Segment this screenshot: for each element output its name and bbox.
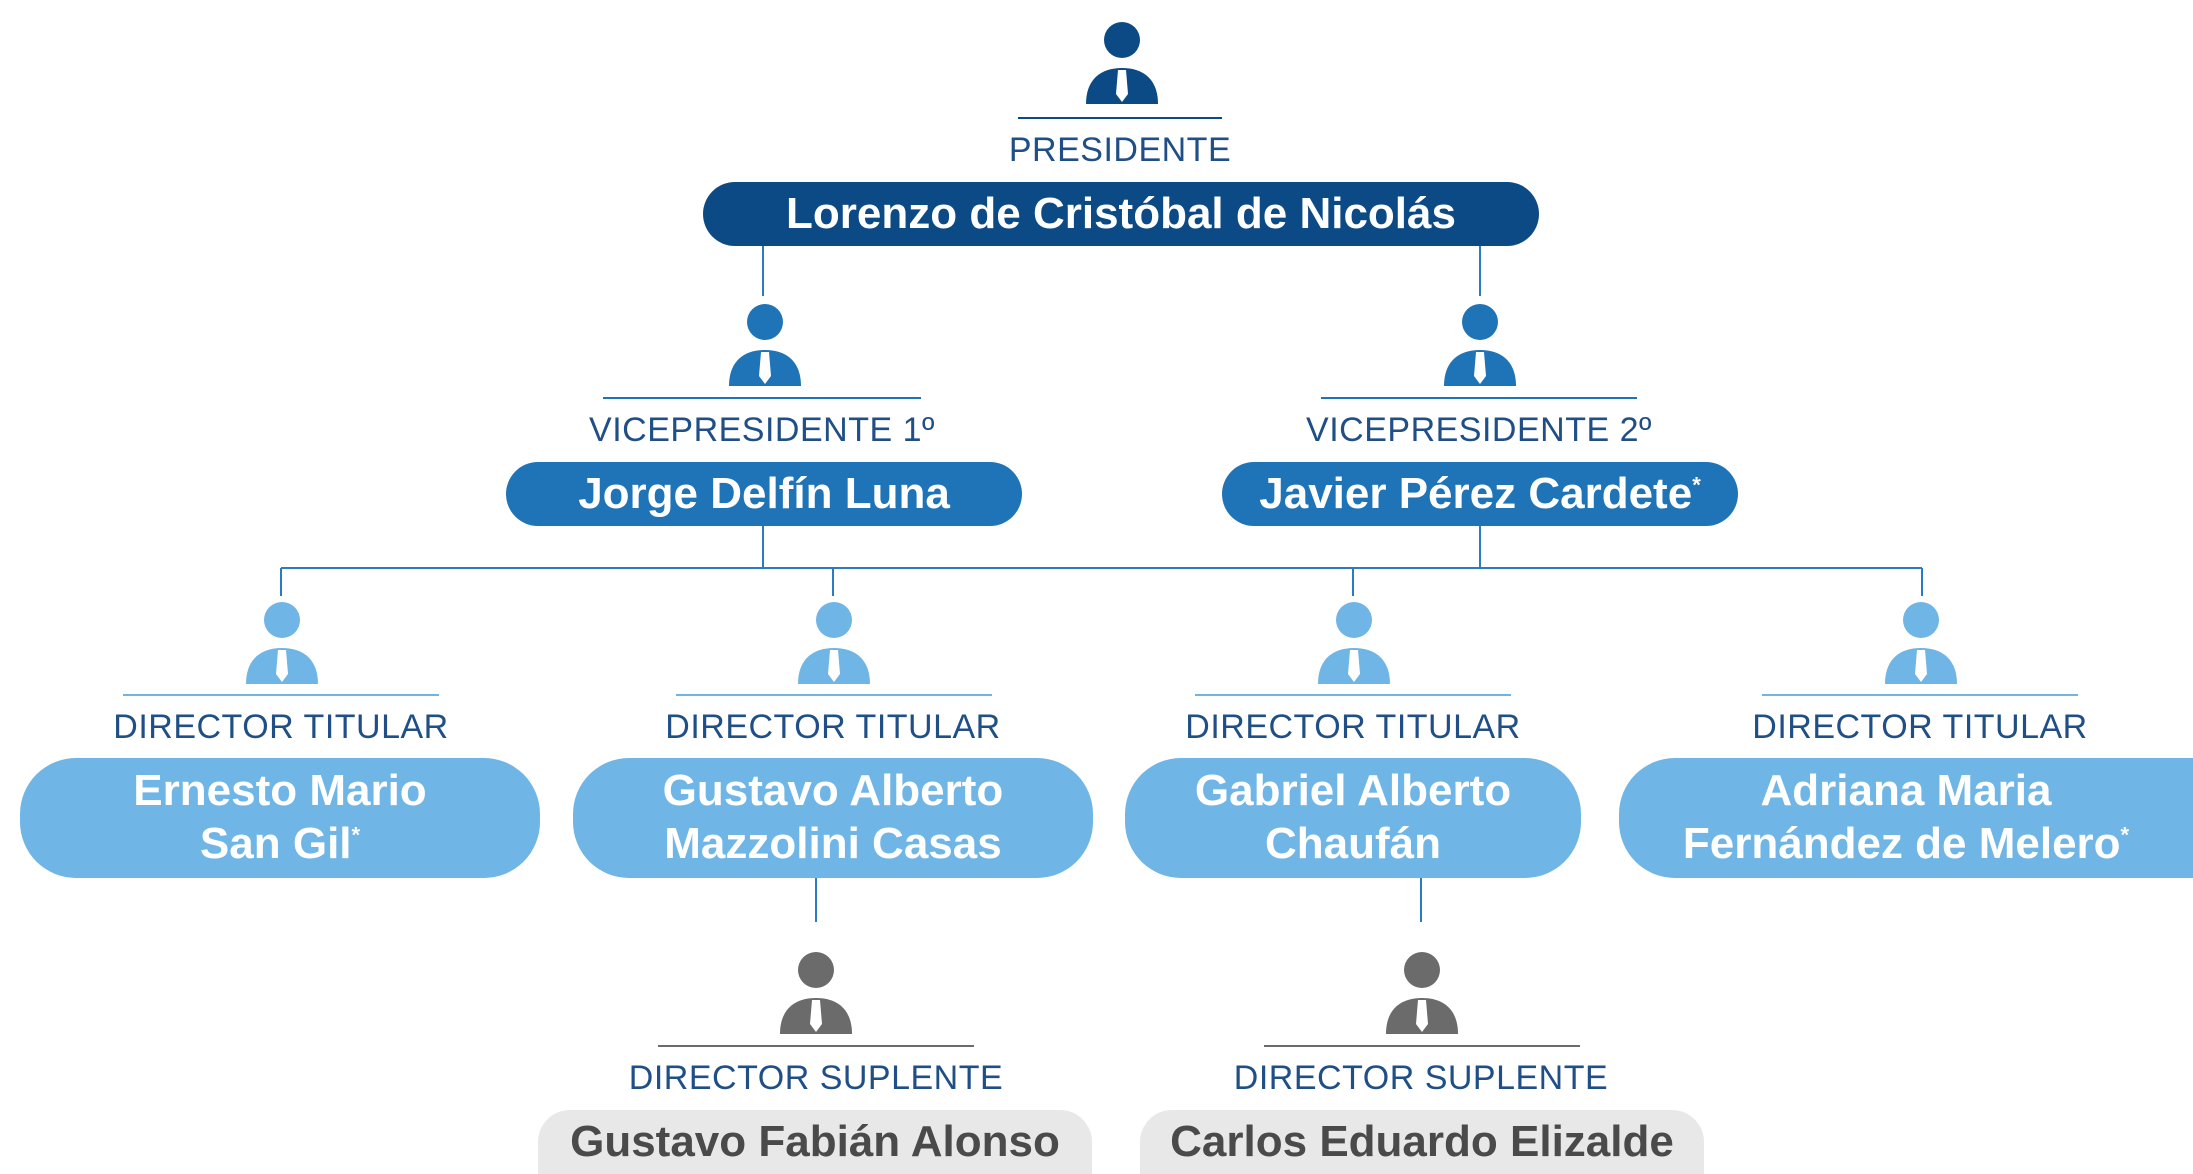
alternate-2-person-icon xyxy=(1386,952,1458,1034)
director-4-rule xyxy=(1762,694,2078,696)
director-4-name-line2: Fernández de Melero* xyxy=(1682,819,2130,868)
director-1-asterisk: * xyxy=(351,822,361,848)
president-name: Lorenzo de Cristóbal de Nicolás xyxy=(786,188,1456,238)
vice-president-2-person-icon xyxy=(1444,304,1516,386)
director-2-name-pill: Gustavo Alberto Mazzolini Casas xyxy=(573,758,1093,878)
director-1-role-label: DIRECTOR TITULAR xyxy=(113,708,449,746)
alternate-2-rule xyxy=(1264,1045,1580,1047)
president-rule xyxy=(1018,117,1222,119)
vice-president-1-role-label: VICEPRESIDENTE 1º xyxy=(589,411,935,449)
director-1-name-line2: San Gil* xyxy=(199,819,361,868)
director-3-person-icon xyxy=(1318,602,1390,684)
director-2-role-label: DIRECTOR TITULAR xyxy=(665,708,1001,746)
director-1-person-icon xyxy=(246,602,318,684)
vice-president-2-rule xyxy=(1321,397,1637,399)
alternate-1-role-label: DIRECTOR SUPLENTE xyxy=(628,1059,1004,1097)
vice-president-1-name: Jorge Delfín Luna xyxy=(578,468,950,518)
president-name-pill: Lorenzo de Cristóbal de Nicolás xyxy=(703,182,1539,246)
director-1-name-line1: Ernesto Mario xyxy=(133,766,427,816)
director-4-person-icon xyxy=(1885,602,1957,684)
alternate-1-person-icon xyxy=(780,952,852,1034)
director-4-name-pill: Adriana Maria Fernández de Melero* xyxy=(1619,758,2193,878)
vice-president-2-asterisk: * xyxy=(1692,471,1701,497)
director-3-role-label: DIRECTOR TITULAR xyxy=(1185,708,1521,746)
alternate-2-role-label: DIRECTOR SUPLENTE xyxy=(1233,1059,1609,1097)
director-2-name-line1: Gustavo Alberto xyxy=(662,766,1004,816)
vice-president-2-name: Javier Pérez Cardete* xyxy=(1259,468,1701,518)
director-2-person-icon xyxy=(798,602,870,684)
vice-president-1-rule xyxy=(603,397,921,399)
director-4-role-label: DIRECTOR TITULAR xyxy=(1752,708,2088,746)
director-4-name-line1: Adriana Maria xyxy=(1760,766,2052,816)
director-1-rule xyxy=(123,694,439,696)
alternate-2-name-pill: Carlos Eduardo Elizalde xyxy=(1140,1110,1704,1174)
director-1-name-pill: Ernesto Mario San Gil* xyxy=(20,758,540,878)
director-3-name-line1: Gabriel Alberto xyxy=(1194,766,1512,816)
president-role-label: PRESIDENTE xyxy=(1008,131,1232,169)
vice-president-2-role-label: VICEPRESIDENTE 2º xyxy=(1306,411,1652,449)
director-2-name-line2: Mazzolini Casas xyxy=(664,819,1002,868)
director-3-name-line2: Chaufán xyxy=(1265,819,1441,868)
director-4-asterisk: * xyxy=(2120,822,2130,848)
alternate-1-rule xyxy=(658,1045,974,1047)
alternate-1-name-pill: Gustavo Fabián Alonso xyxy=(538,1110,1092,1174)
alternate-1-name: Gustavo Fabián Alonso xyxy=(570,1117,1060,1166)
president-person-icon xyxy=(1086,22,1158,104)
director-3-rule xyxy=(1195,694,1511,696)
director-2-rule xyxy=(676,694,992,696)
vice-president-1-name-pill: Jorge Delfín Luna xyxy=(506,462,1022,526)
vice-president-2-name-pill: Javier Pérez Cardete* xyxy=(1222,462,1738,526)
alternate-2-name: Carlos Eduardo Elizalde xyxy=(1170,1117,1674,1166)
director-3-name-pill: Gabriel Alberto Chaufán xyxy=(1125,758,1581,878)
vice-president-1-person-icon xyxy=(729,304,801,386)
